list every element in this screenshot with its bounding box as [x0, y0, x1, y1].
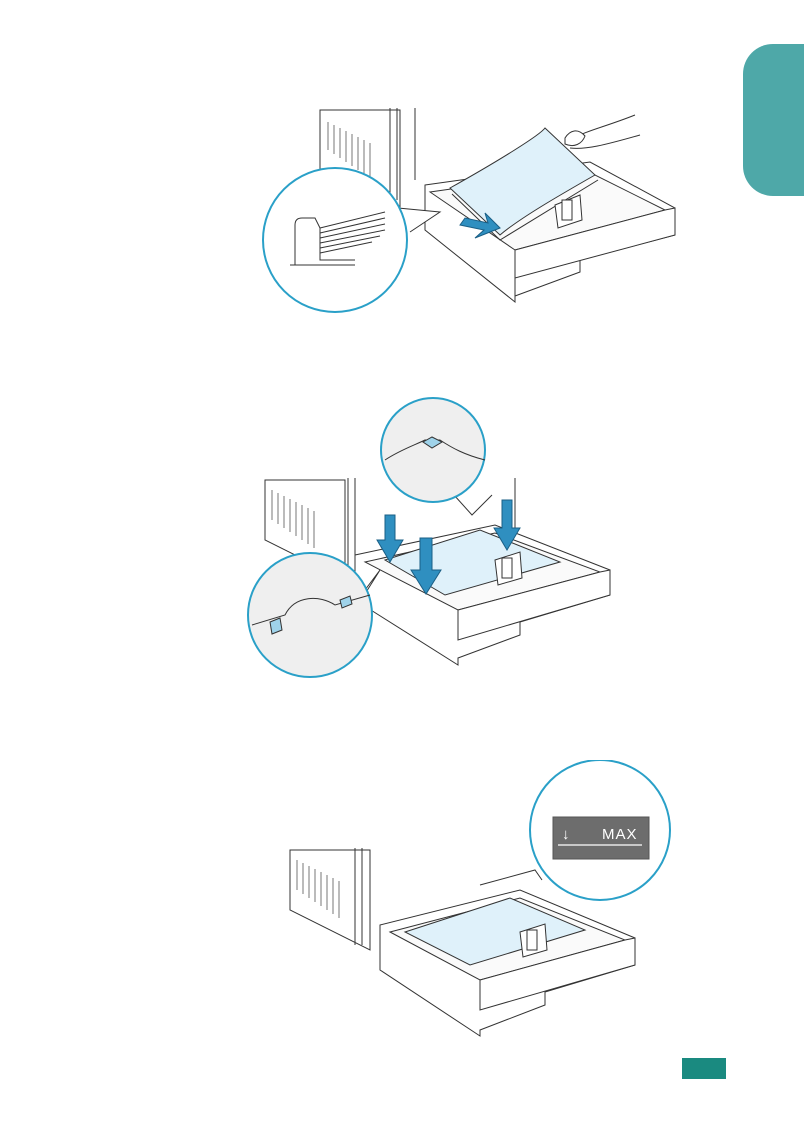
section-tab: [743, 44, 804, 196]
figure-press-paper: [240, 390, 620, 685]
page-number-box: [682, 1058, 726, 1079]
max-text: MAX: [602, 826, 638, 843]
max-arrow-icon: ↓: [562, 826, 571, 843]
zoom-circle-top: [381, 398, 485, 502]
figure-max-mark: ↓ MAX: [280, 760, 680, 1045]
zoom-circle-left: [248, 553, 372, 677]
figure-load-paper: [260, 100, 690, 315]
